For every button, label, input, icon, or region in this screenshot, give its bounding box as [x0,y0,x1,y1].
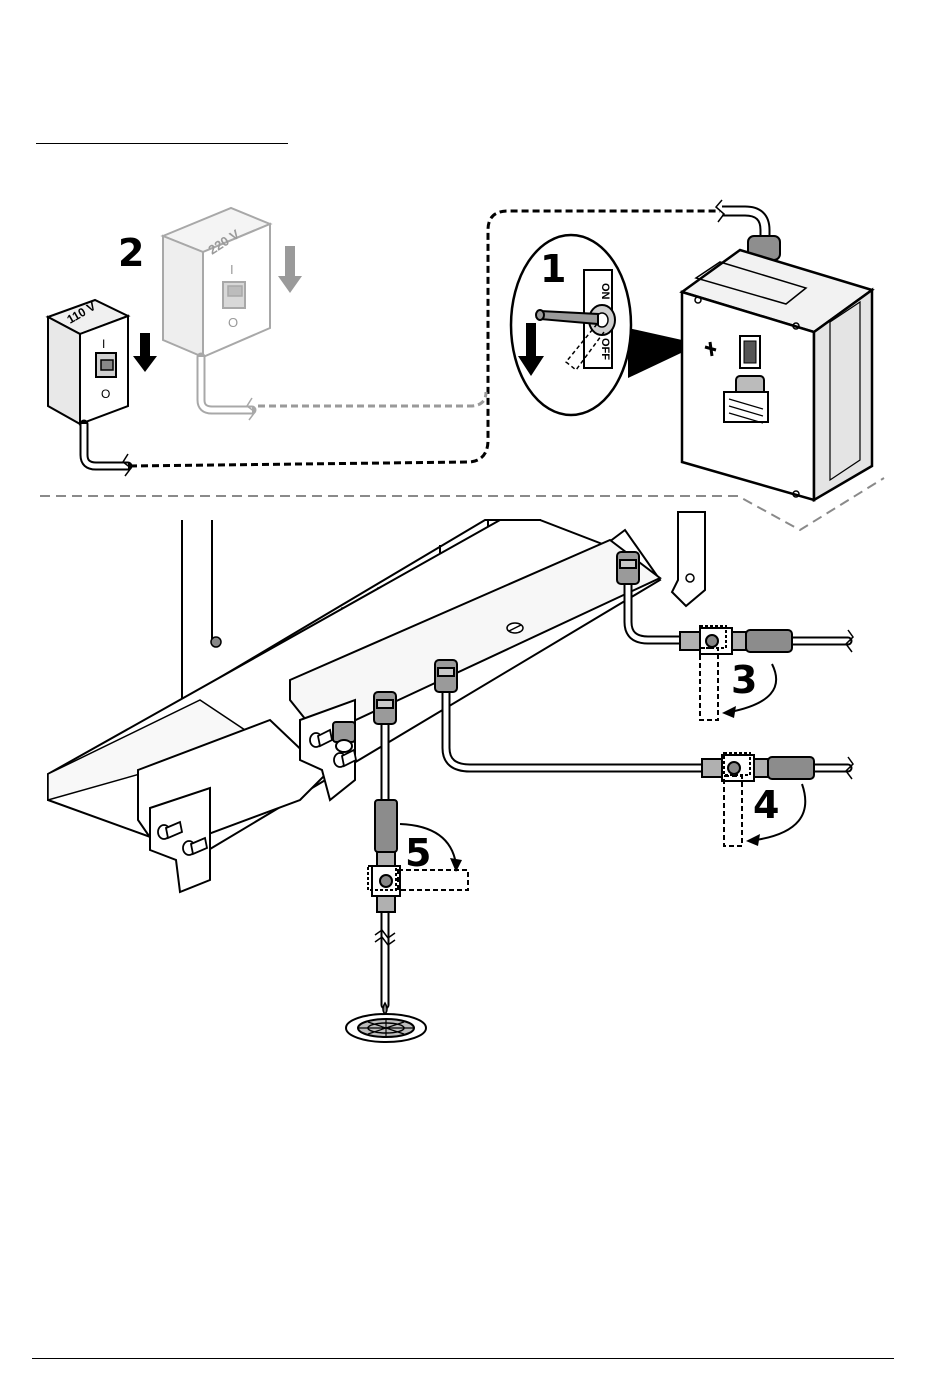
step-1-label: 1 [540,247,566,291]
switch-220v-on-mark: I [230,262,234,277]
section-divider [40,478,884,530]
toggle-on-label: ON [599,283,611,300]
down-arrow-icon [133,333,157,372]
step-4-label: 4 [753,783,779,827]
switch-220v-off-mark: O [228,315,238,330]
floor-drain-icon [346,1003,426,1042]
toggle-off-label: OFF [599,338,611,360]
step-3-label: 3 [731,658,757,702]
step-2-label: 2 [118,231,144,275]
control-box-icon [682,200,872,500]
down-arrow-icon [278,246,302,293]
wall-switch-110v-icon: 110 V I O [48,299,131,476]
switch-110v-on-mark: I [102,337,105,351]
dashed-cable-220v [258,392,486,406]
step-5-label: 5 [405,831,431,875]
switch-110v-off-mark: O [101,387,110,401]
wall-switch-220v-icon: 220 V I O [163,208,270,420]
